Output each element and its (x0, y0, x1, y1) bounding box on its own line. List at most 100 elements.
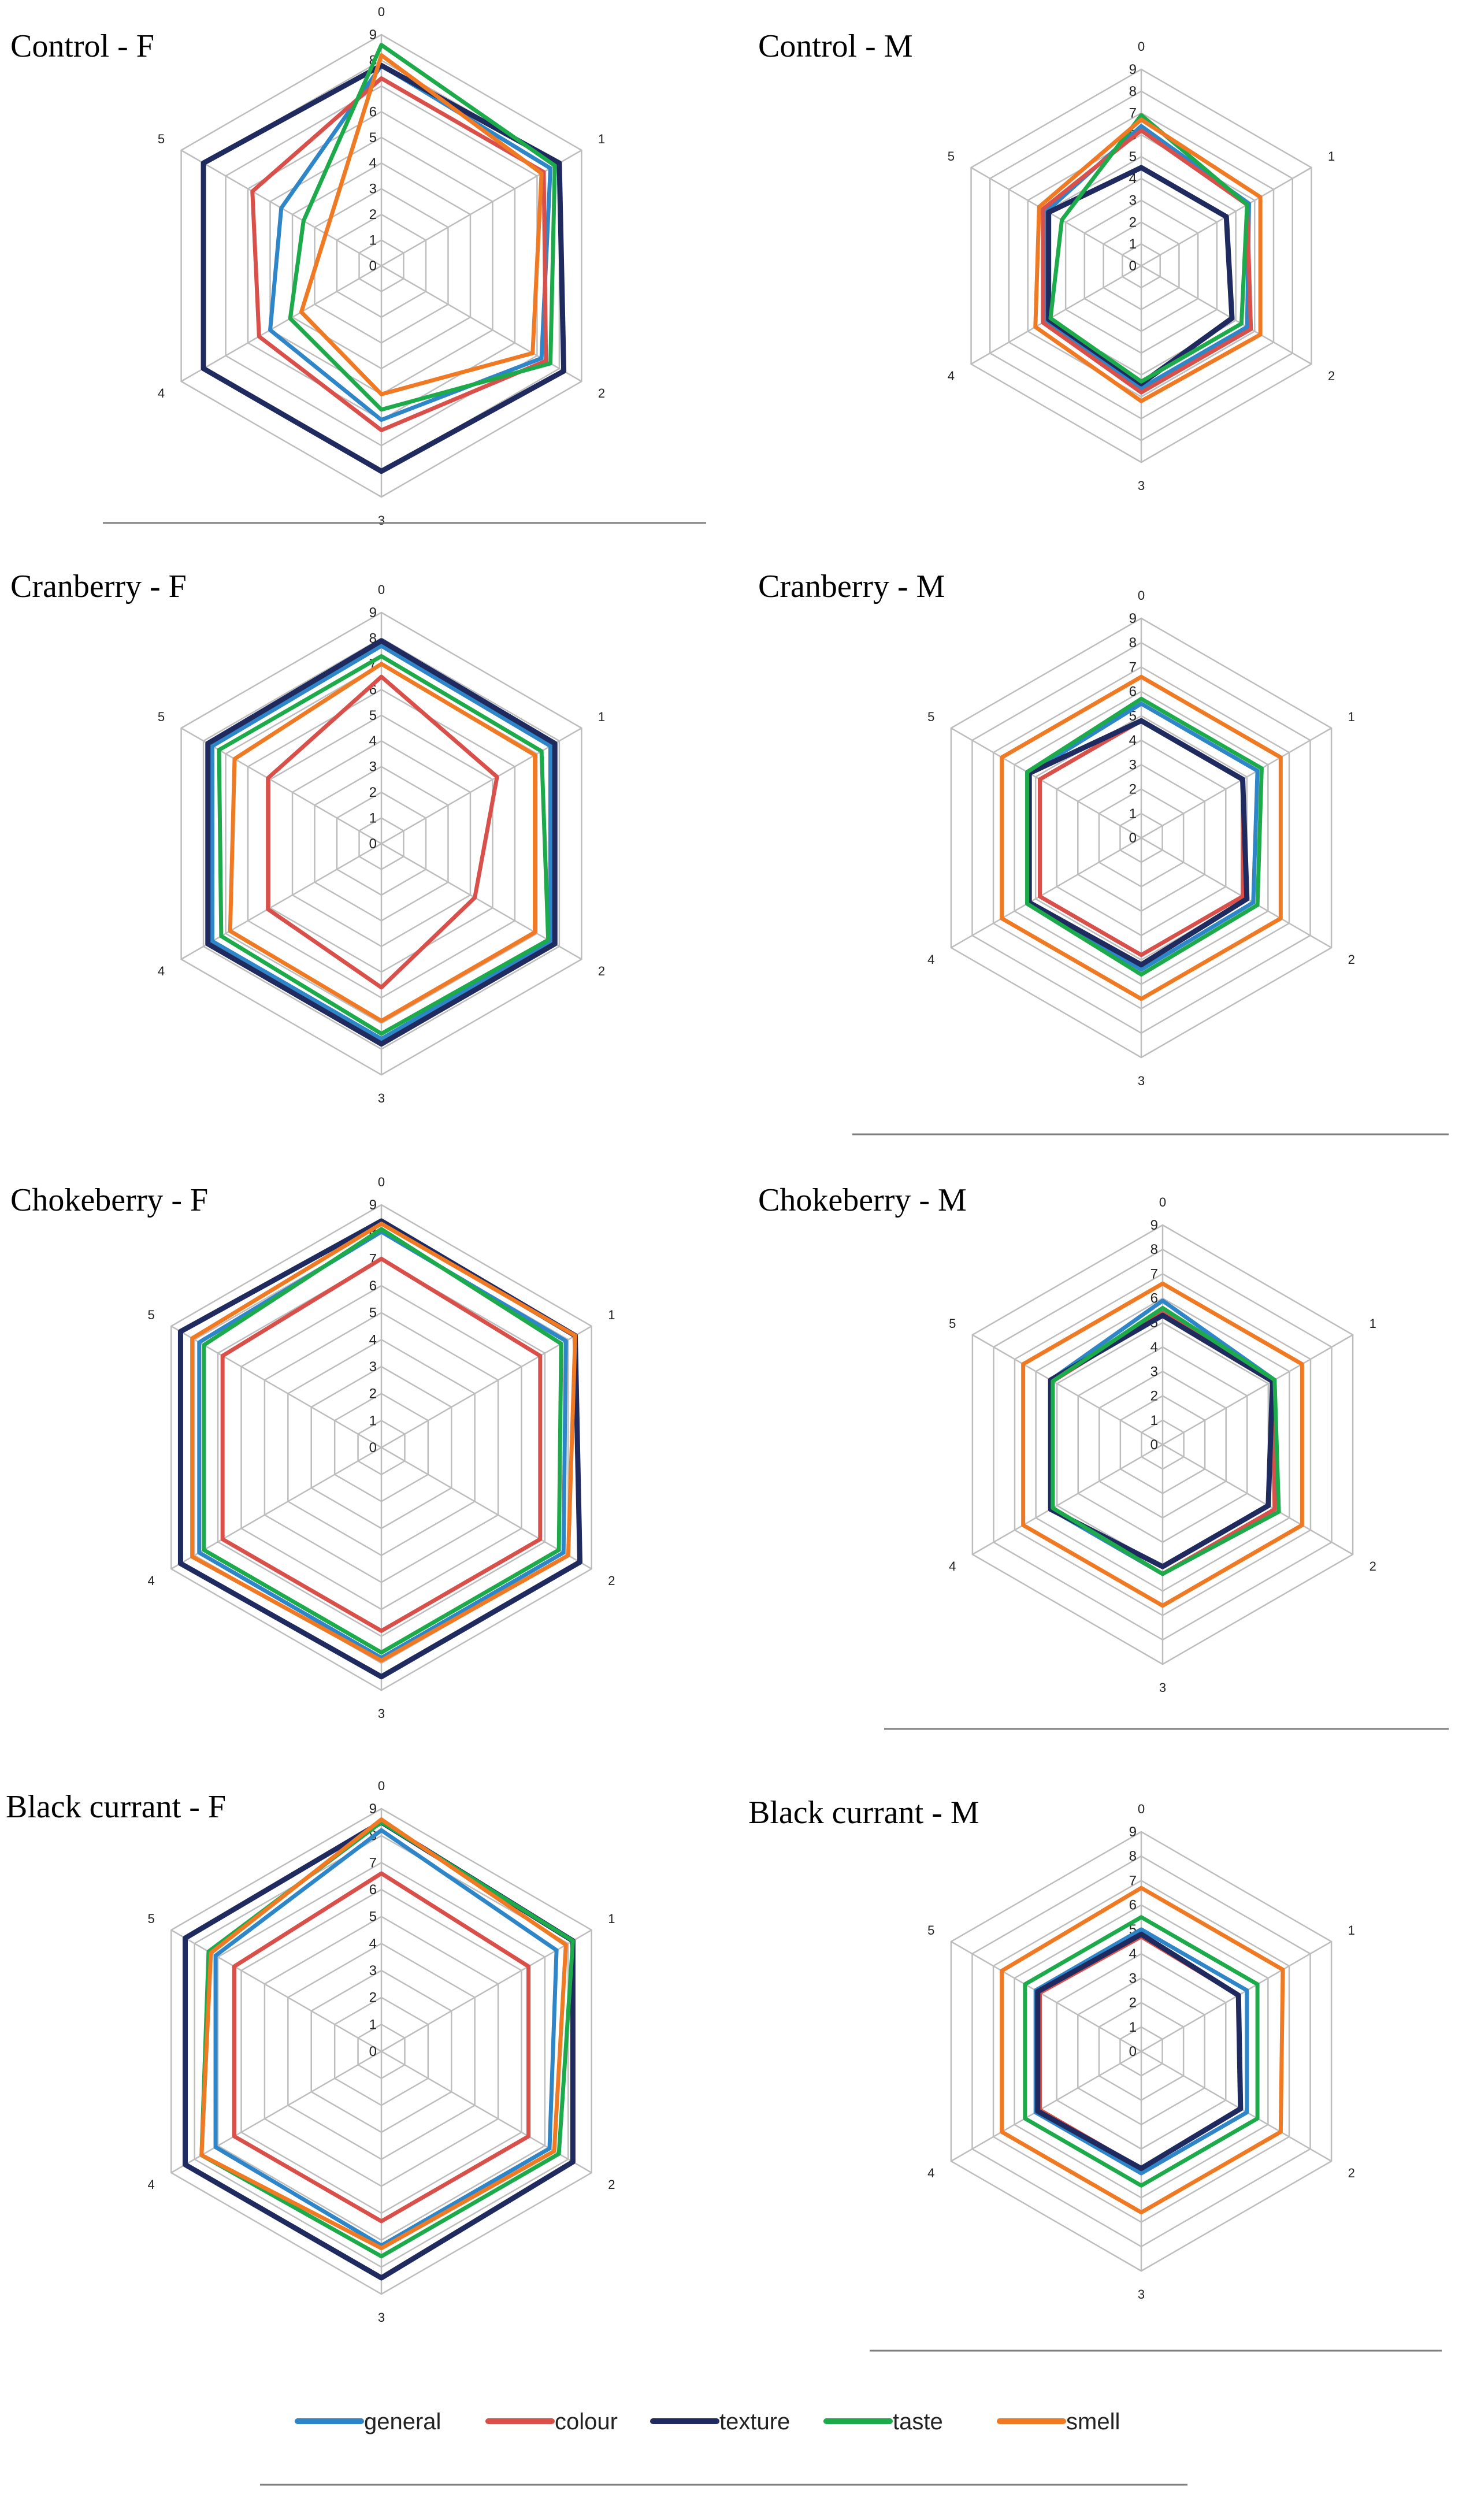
radial-tick-label: 3 (1129, 193, 1137, 209)
series-line-taste (1048, 113, 1249, 384)
grid-spoke (951, 837, 1142, 949)
radial-tick-label: 0 (1150, 1437, 1158, 1453)
axis-label: 1 (608, 1912, 615, 1926)
radial-tick-label: 5 (369, 1909, 377, 1925)
panel-title: Black currant - M (748, 1795, 979, 1831)
grid-spoke (951, 1940, 1142, 2053)
grid-spoke (381, 1325, 592, 1449)
panel-title: Chokeberry - M (758, 1182, 967, 1218)
axis-label: 0 (1138, 1802, 1145, 1816)
grid-spoke (180, 843, 382, 960)
radial-tick-label: 2 (1129, 214, 1137, 230)
radial-tick-label: 2 (369, 207, 377, 222)
axis-label: 0 (1159, 1195, 1166, 1209)
axis-label: 4 (158, 386, 165, 400)
panel-title: Control - F (10, 28, 154, 64)
series-line-taste (202, 1227, 563, 1655)
radial-tick-label: 8 (1129, 84, 1137, 99)
axis-label: 3 (1138, 478, 1145, 493)
legend-label-taste: taste (893, 2409, 943, 2434)
radial-tick-label: 3 (369, 759, 377, 775)
series-line-smell (1021, 1281, 1304, 1608)
grid-spoke (972, 1334, 1163, 1446)
axis-label: 4 (158, 964, 165, 978)
radial-tick-label: 4 (369, 1332, 377, 1348)
radial-tick-label: 6 (369, 1278, 377, 1294)
axis-label: 4 (927, 2166, 934, 2180)
radial-tick-label: 7 (369, 1855, 377, 1870)
radial-tick-label: 8 (1129, 635, 1137, 651)
axis-label: 3 (1138, 1074, 1145, 1088)
radial-tick-label: 3 (369, 1963, 377, 1979)
radial-tick-label: 2 (1129, 1995, 1137, 2011)
radial-tick-label: 7 (1129, 106, 1137, 121)
series-line-smell (199, 1817, 568, 2251)
axis-label: 4 (148, 2177, 155, 2192)
legend-label-general: general (364, 2409, 441, 2434)
axis-label: 5 (927, 1923, 934, 1938)
radial-tick-label: 0 (369, 1440, 377, 1456)
series-line-texture (1026, 718, 1250, 968)
axis-label: 0 (378, 5, 385, 19)
axis-label: 5 (148, 1912, 155, 1926)
radial-tick-label: 1 (369, 2017, 377, 2032)
grid-spoke (951, 2050, 1142, 2162)
axis-label: 2 (598, 964, 605, 978)
radial-tick-label: 9 (369, 1197, 377, 1213)
series-line-texture (201, 62, 567, 474)
series-line-texture (1035, 1931, 1244, 2172)
axis-label: 2 (598, 386, 605, 400)
grid-spoke (170, 2050, 382, 2174)
axis-label: 0 (378, 582, 385, 597)
axis-label: 0 (1138, 588, 1145, 603)
series-line-taste (1051, 1306, 1281, 1576)
legend-label-colour: colour (555, 2409, 618, 2434)
axis-label: 2 (608, 2177, 615, 2192)
radial-tick-label: 9 (369, 27, 377, 43)
grid-spoke (381, 2050, 592, 2174)
radial-tick-label: 0 (369, 836, 377, 852)
legend-label-texture: texture (719, 2409, 790, 2434)
radial-tick-label: 6 (1129, 1898, 1137, 1913)
series-line-smell (1033, 117, 1263, 403)
radial-tick-label: 2 (1129, 782, 1137, 797)
radial-tick-label: 0 (1129, 258, 1137, 274)
radial-tick-label: 0 (1129, 830, 1137, 846)
series-line-general (210, 644, 553, 1041)
radial-tick-label: 6 (369, 104, 377, 120)
axis-label: 4 (948, 369, 955, 383)
axis-label: 3 (378, 513, 385, 528)
axis-label: 2 (608, 1573, 615, 1588)
axis-label: 4 (949, 1559, 956, 1573)
series-line-texture (1048, 1312, 1275, 1569)
radial-tick-label: 3 (1129, 1970, 1137, 1986)
radial-tick-label: 2 (1150, 1389, 1158, 1404)
radial-tick-label: 9 (369, 605, 377, 621)
axis-label: 1 (1348, 710, 1355, 724)
axis-label: 5 (148, 1308, 155, 1322)
axis-label: 5 (158, 710, 165, 724)
radial-tick-label: 7 (1129, 1873, 1137, 1888)
axis-label: 3 (378, 1706, 385, 1721)
grid-spoke (170, 1929, 382, 2053)
series-line-smell (190, 1222, 577, 1663)
axis-label: 1 (1328, 149, 1335, 164)
radial-tick-label: 4 (369, 1936, 377, 1951)
radial-tick-label: 0 (369, 2044, 377, 2059)
grid-spoke (1162, 1443, 1353, 1556)
radial-tick-label: 1 (1129, 2020, 1137, 2035)
radial-tick-label: 3 (1129, 757, 1137, 773)
grid-spoke (381, 1446, 592, 1570)
radial-tick-label: 6 (1150, 1291, 1158, 1307)
axis-label: 2 (1369, 1559, 1376, 1573)
series-line-colour (250, 76, 548, 432)
axis-label: 1 (598, 132, 605, 146)
series-line-smell (1000, 674, 1283, 1001)
